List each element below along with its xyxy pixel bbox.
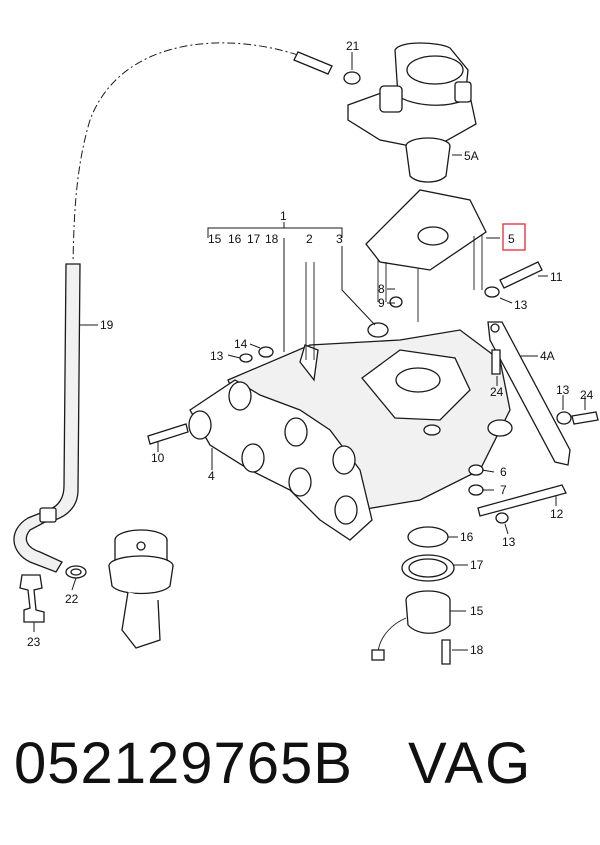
manifold-gasket-4 bbox=[188, 379, 373, 541]
intake-insert-5A bbox=[405, 137, 451, 183]
callout-12: 12 bbox=[550, 507, 564, 521]
callout-23: 23 bbox=[27, 635, 41, 649]
brand-name: VAG bbox=[408, 731, 533, 796]
callout-18: 18 bbox=[470, 643, 484, 657]
callout-1: 1 bbox=[280, 209, 287, 223]
exploded-parts-diagram: 21 5A 5 1 15 16 17 18 2 3 11 8 9 13 19 1… bbox=[13, 39, 599, 665]
callout-4A: 4A bbox=[540, 349, 555, 363]
callout-5A: 5A bbox=[464, 149, 479, 163]
callout-22: 22 bbox=[65, 592, 79, 606]
flange-5 bbox=[365, 189, 487, 322]
callout-11: 11 bbox=[550, 270, 563, 284]
callout-13-left: 13 bbox=[210, 349, 224, 363]
callout-3: 3 bbox=[336, 232, 343, 246]
callout-8: 8 bbox=[378, 282, 385, 296]
callout-2: 2 bbox=[306, 232, 313, 246]
hose-clamp-22 bbox=[65, 565, 87, 579]
vacuum-unit bbox=[108, 529, 174, 649]
callout-14: 14 bbox=[234, 337, 248, 351]
throttle-housing bbox=[293, 42, 477, 151]
footer: 052129765B VAG bbox=[0, 730, 600, 820]
part-number: 052129765B bbox=[14, 731, 353, 796]
callout-17: 17 bbox=[470, 558, 484, 572]
callout-5: 5 bbox=[508, 232, 515, 246]
callout-16-group: 16 bbox=[228, 232, 242, 246]
callout-24-center: 24 bbox=[490, 385, 504, 399]
support-bracket-4A bbox=[487, 321, 571, 466]
callout-6: 6 bbox=[500, 465, 507, 479]
callout-19: 19 bbox=[100, 318, 114, 332]
vacuum-line-route bbox=[72, 42, 299, 263]
callout-13-top: 13 bbox=[514, 298, 528, 312]
callout-17-group: 17 bbox=[247, 232, 261, 246]
hose-bracket-23 bbox=[19, 574, 45, 623]
lower-gaskets-and-sensor bbox=[371, 526, 455, 661]
callout-15-group: 15 bbox=[208, 232, 222, 246]
vacuum-hose-19 bbox=[13, 263, 81, 573]
callout-7: 7 bbox=[500, 483, 507, 497]
callout-13-bottom: 13 bbox=[502, 535, 516, 549]
callout-24-right: 24 bbox=[580, 388, 594, 402]
callout-4: 4 bbox=[208, 469, 215, 483]
callout-5-highlight bbox=[502, 223, 526, 251]
callout-16: 16 bbox=[460, 530, 474, 544]
fasteners bbox=[147, 261, 599, 665]
callout-18-group: 18 bbox=[265, 232, 279, 246]
callout-9: 9 bbox=[378, 296, 385, 310]
callout-21: 21 bbox=[346, 39, 360, 53]
callout-10: 10 bbox=[151, 451, 165, 465]
callout-13-right: 13 bbox=[556, 383, 570, 397]
callout-15: 15 bbox=[470, 604, 484, 618]
